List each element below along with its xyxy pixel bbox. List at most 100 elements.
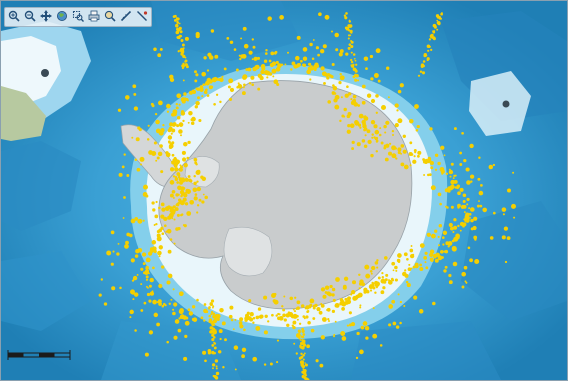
observation-point [302,354,305,357]
observation-point [363,144,368,149]
observation-point [181,177,185,181]
observation-point [453,225,458,230]
observation-point [367,139,372,145]
observation-point [374,291,377,294]
observation-point [276,82,280,87]
observation-point [180,190,185,195]
observation-point [154,214,159,219]
observation-point [351,147,355,151]
observation-point [383,146,387,150]
zoom-out-tool-button[interactable] [23,9,37,23]
observation-point [129,316,132,319]
observation-point [426,232,431,237]
observation-point [441,236,445,239]
observation-point [211,363,216,367]
observation-point [296,306,300,310]
observation-point [159,144,163,148]
observation-point [167,205,171,210]
observation-point [447,241,453,246]
observation-point [299,339,302,341]
observation-point [238,54,241,57]
observation-point [252,317,255,320]
observation-point [257,87,261,91]
observation-point [451,245,457,251]
observation-point [257,307,262,311]
zoom-box-icon [72,10,84,22]
observation-point [303,369,307,373]
observation-point [241,54,247,59]
observation-point [396,109,399,112]
observation-point [112,250,115,253]
observation-point [296,35,301,40]
observation-point [180,52,184,56]
observation-point [469,143,474,149]
observation-point [259,316,263,319]
observation-point [397,118,403,124]
observation-point [298,337,301,340]
observation-point [239,324,244,329]
observation-point [297,329,301,333]
observation-point [374,129,380,135]
observation-point [203,90,208,94]
observation-point [306,344,310,349]
observation-point [355,63,358,66]
observation-point [213,102,216,106]
observation-point [423,256,428,260]
observation-point [153,249,157,254]
info-tool-button[interactable] [135,9,149,23]
observation-point [211,338,215,342]
observation-point [130,218,136,224]
observation-point [442,230,448,236]
observation-point [131,136,134,139]
observation-point [283,318,287,322]
observation-point [187,175,191,178]
observation-point [160,214,165,219]
globe-tool-button[interactable] [55,9,69,23]
observation-point [362,122,366,126]
observation-point [178,22,181,25]
observation-point [466,203,469,206]
observation-point [187,140,191,145]
observation-point [320,66,325,71]
query-tool-button[interactable] [103,9,117,23]
observation-point [207,351,212,355]
observation-point [370,153,374,158]
print-tool-button[interactable] [87,9,101,23]
observation-point [437,161,441,166]
observation-point [194,105,198,109]
observation-point [157,151,163,157]
observation-point [415,264,419,268]
observation-point [421,71,426,75]
observation-point [138,128,142,132]
observation-point [375,139,379,143]
zoom-in-tool-button[interactable] [7,9,21,23]
pan-tool-button[interactable] [39,9,53,23]
observation-point [140,283,143,286]
observation-point [171,123,176,127]
observation-point [155,128,161,134]
observation-point [173,164,176,167]
observation-point [148,150,153,155]
observation-point [394,123,399,128]
observation-point [453,127,457,131]
observation-point [409,253,415,259]
observation-point [354,59,357,62]
observation-point [212,305,215,308]
zoom-box-tool-button[interactable] [71,9,85,23]
observation-point [462,204,467,209]
observation-point [306,310,309,314]
observation-point [244,318,248,322]
observation-point [149,277,154,283]
observation-point [228,97,233,101]
measure-tool-button[interactable] [119,9,133,23]
observation-point [319,363,324,368]
observation-point [303,352,306,355]
observation-point [247,67,252,72]
observation-point [209,320,212,323]
observation-point [384,157,389,162]
observation-point [335,277,340,282]
observation-point [213,335,215,338]
observation-point [343,107,347,112]
